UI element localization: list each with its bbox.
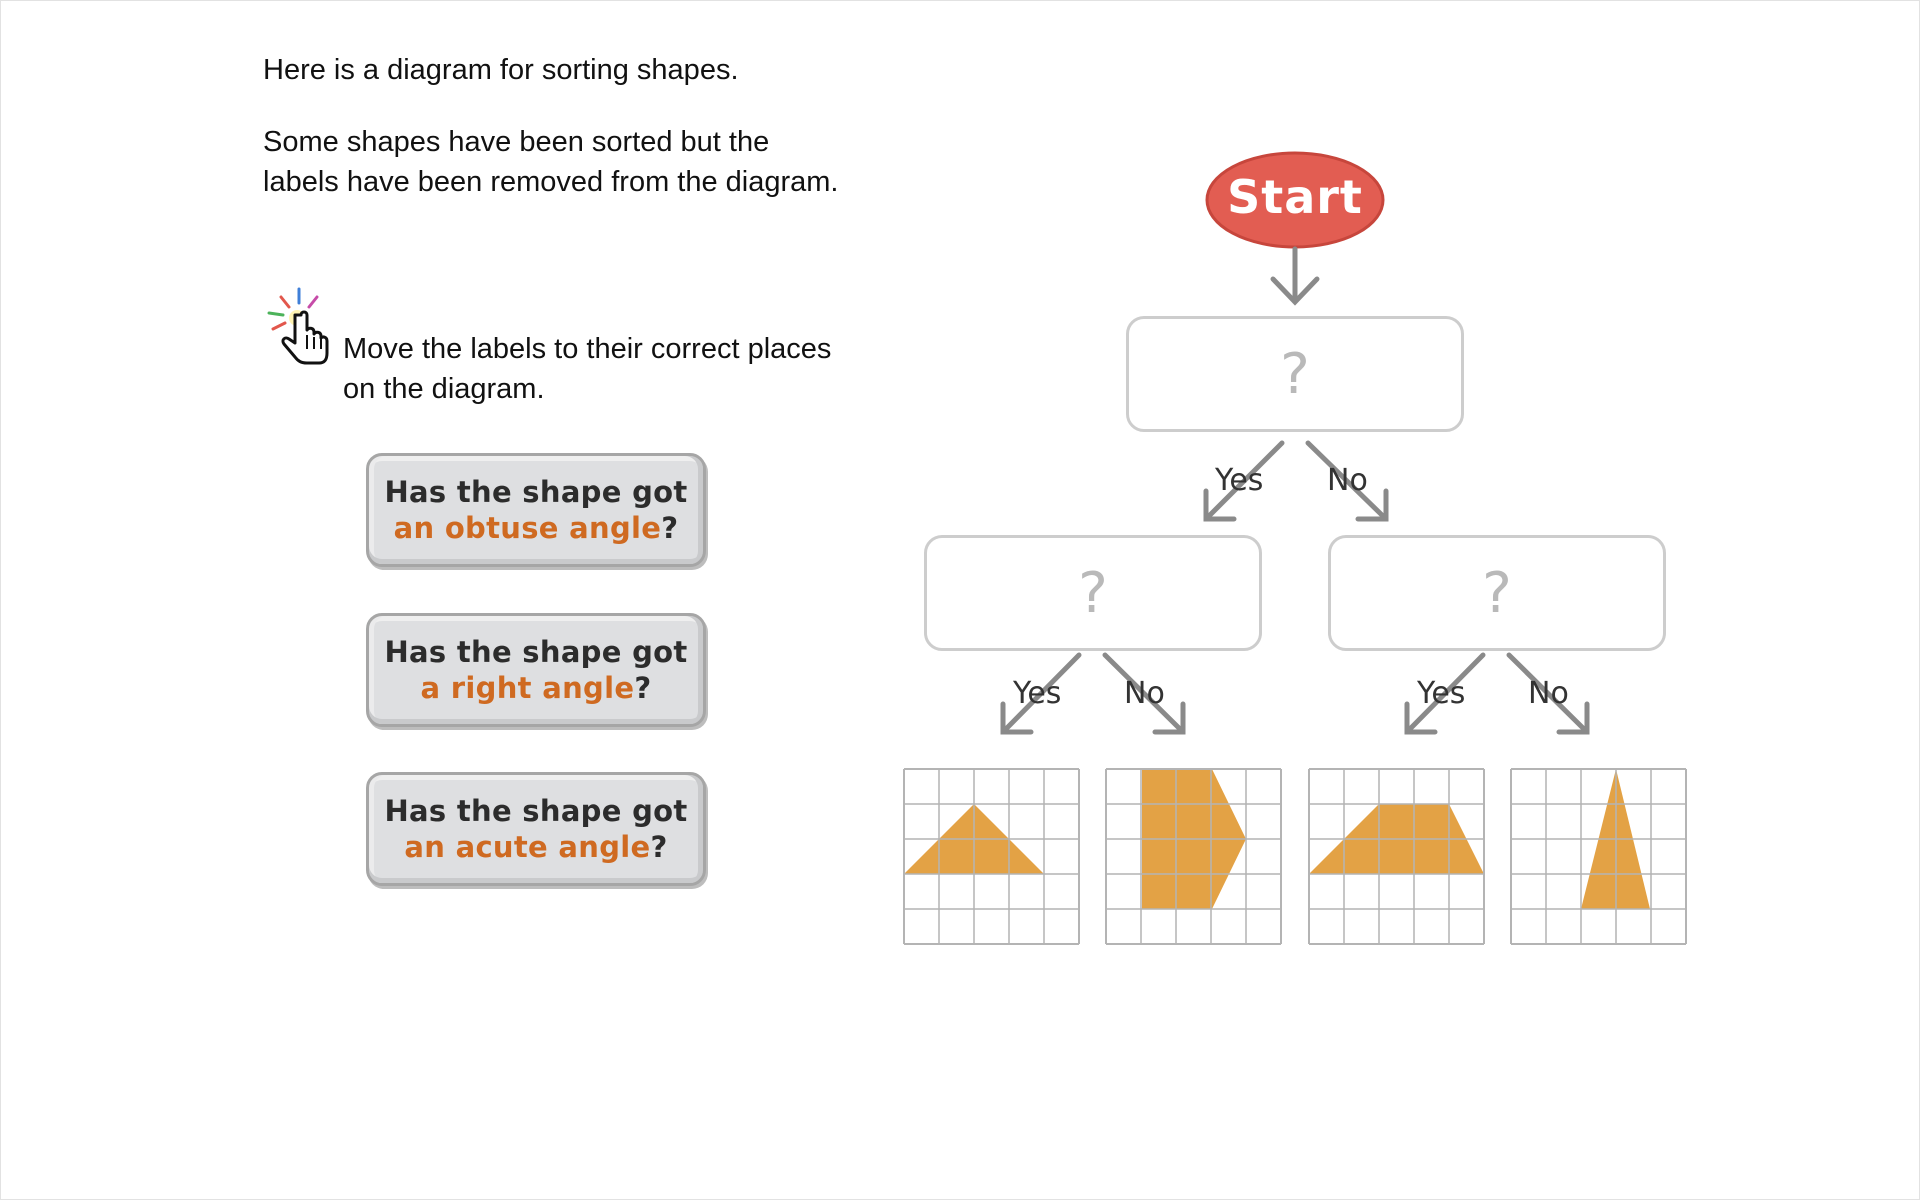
label-prefix: Has the shape got: [384, 794, 688, 828]
branch-label-no: No: [1327, 463, 1368, 498]
shape-grid-2: [1105, 768, 1282, 945]
arrow-start-head: [1270, 276, 1320, 306]
context-line-1: Some shapes have been sorted but the: [263, 126, 770, 158]
label-suffix: ?: [634, 671, 652, 705]
branch-label-no: No: [1528, 676, 1569, 711]
arrow-left-yes-head: [1000, 701, 1034, 735]
shape-grid-3: [1308, 768, 1485, 945]
arrow-left-no-head: [1152, 701, 1186, 735]
label-acute-angle[interactable]: Has the shape got an acute angle?: [366, 772, 706, 886]
intro-text: Here is a diagram for sorting shapes.: [263, 54, 739, 86]
label-highlight: an obtuse angle: [393, 511, 662, 545]
placeholder-question-mark: ?: [1078, 560, 1108, 626]
arrow-right-no: [1506, 652, 1590, 735]
label-suffix: ?: [650, 830, 668, 864]
instruction-line-1: Move the labels to their correct places: [343, 333, 832, 365]
context-line-2: labels have been removed from the diagra…: [263, 166, 839, 198]
shape-grid-1: [903, 768, 1080, 945]
squared-grid: [1105, 768, 1282, 945]
arrow-top-yes: [1203, 440, 1285, 522]
label-suffix: ?: [661, 511, 679, 545]
label-right-angle[interactable]: Has the shape got a right angle?: [366, 613, 706, 727]
arrow-left-yes: [1000, 652, 1082, 735]
context-text: Some shapes have been sorted but the lab…: [263, 122, 963, 202]
shape-grid-4: [1510, 768, 1687, 945]
diagram-arrows: [1000, 246, 1590, 735]
label-question: a right angle?: [421, 670, 652, 706]
arrow-top-yes-head: [1203, 488, 1237, 522]
start-label: Start: [1227, 170, 1363, 224]
drop-zone-left[interactable]: ?: [924, 535, 1262, 651]
label-highlight: an acute angle: [404, 830, 651, 864]
label-question: an obtuse angle?: [394, 510, 679, 546]
instruction-text: Move the labels to their correct places …: [343, 329, 943, 409]
branch-label-yes: Yes: [1013, 676, 1062, 711]
squared-grid: [1510, 768, 1687, 945]
instruction-line-2: on the diagram.: [343, 373, 545, 405]
label-question: an acute angle?: [404, 829, 667, 865]
branch-label-yes: Yes: [1215, 463, 1264, 498]
placeholder-question-mark: ?: [1482, 560, 1512, 626]
pointer-hand-icon: [267, 287, 329, 365]
arrow-right-yes: [1404, 652, 1486, 735]
label-prefix: Has the shape got: [384, 475, 688, 509]
branch-label-yes: Yes: [1417, 676, 1466, 711]
arrow-left-no: [1102, 652, 1186, 735]
label-prefix: Has the shape got: [384, 635, 688, 669]
arrow-top-no: [1305, 440, 1389, 522]
arrow-top-no-head: [1355, 488, 1389, 522]
squared-grid: [903, 768, 1080, 945]
drop-zone-top[interactable]: ?: [1126, 316, 1464, 432]
arrow-right-no-head: [1556, 701, 1590, 735]
branch-label-no: No: [1124, 676, 1165, 711]
arrow-right-yes-head: [1404, 701, 1438, 735]
drop-zone-right[interactable]: ?: [1328, 535, 1666, 651]
squared-grid: [1308, 768, 1485, 945]
placeholder-question-mark: ?: [1280, 341, 1310, 407]
label-obtuse-angle[interactable]: Has the shape got an obtuse angle?: [366, 453, 706, 567]
label-highlight: a right angle: [420, 671, 635, 705]
